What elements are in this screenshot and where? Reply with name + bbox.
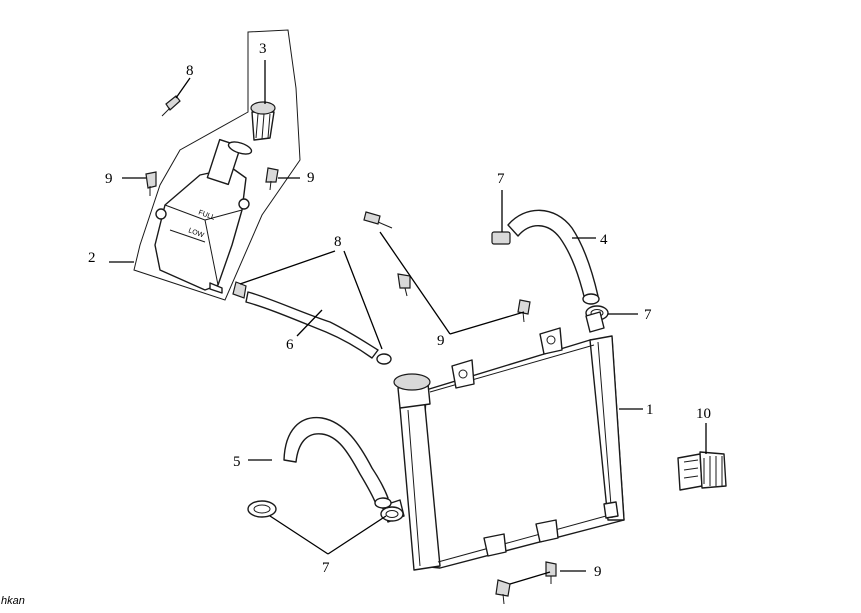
callout-7-right: 7 xyxy=(644,307,652,323)
watermark: hkan xyxy=(1,595,25,607)
callout-5: 5 xyxy=(233,454,241,470)
reservoir-bolt-9-right xyxy=(265,167,279,191)
callout-3: 3 xyxy=(259,41,267,57)
reservoir-cap xyxy=(250,101,276,141)
reservoir-group-outline xyxy=(133,29,301,301)
bottom-bolt-left xyxy=(495,579,511,605)
callout-8-top: 8 xyxy=(186,63,194,79)
callout-9-bottom: 9 xyxy=(594,564,602,580)
callout-6: 6 xyxy=(286,337,294,353)
lower-hose-clamp-left xyxy=(247,500,277,518)
callout-9-left: 9 xyxy=(105,171,113,187)
mount-bolt-lower xyxy=(517,299,531,323)
leader-7-bottom-right xyxy=(327,515,387,555)
callout-2: 2 xyxy=(88,250,96,266)
leader-8-left xyxy=(239,250,336,285)
leader-9-center-left xyxy=(379,231,451,335)
callout-8-middle: 8 xyxy=(334,234,342,250)
leader-8-top xyxy=(175,77,191,99)
mount-bolt-middle xyxy=(397,273,411,297)
lower-hose-clamp-right xyxy=(380,506,404,522)
mount-bolt-upper xyxy=(363,211,393,229)
leader-7-bottom-left xyxy=(269,515,329,555)
reservoir-bolt-9-left xyxy=(145,171,157,196)
callout-9-right: 9 xyxy=(307,170,315,186)
callout-7-bottom: 7 xyxy=(322,560,330,576)
reservoir-bolt-8 xyxy=(161,95,181,117)
overflow-hose xyxy=(232,281,392,365)
upper-radiator-hose xyxy=(507,209,600,305)
leader-6 xyxy=(296,309,323,337)
coolant-reservoir: FULL LOW xyxy=(154,138,253,294)
lower-radiator-hose xyxy=(283,416,392,509)
callout-1: 1 xyxy=(646,402,654,418)
callout-4: 4 xyxy=(600,232,608,248)
fan-switch-sensor xyxy=(677,451,727,491)
leader-9-bottom-left xyxy=(509,571,551,585)
callout-7-top: 7 xyxy=(497,171,505,187)
leader-8-right xyxy=(343,250,383,350)
upper-hose-clamp xyxy=(491,231,511,245)
callout-10: 10 xyxy=(696,406,711,422)
leader-9-center-right xyxy=(449,311,525,335)
radiator xyxy=(381,311,625,571)
callout-9-center: 9 xyxy=(437,333,445,349)
